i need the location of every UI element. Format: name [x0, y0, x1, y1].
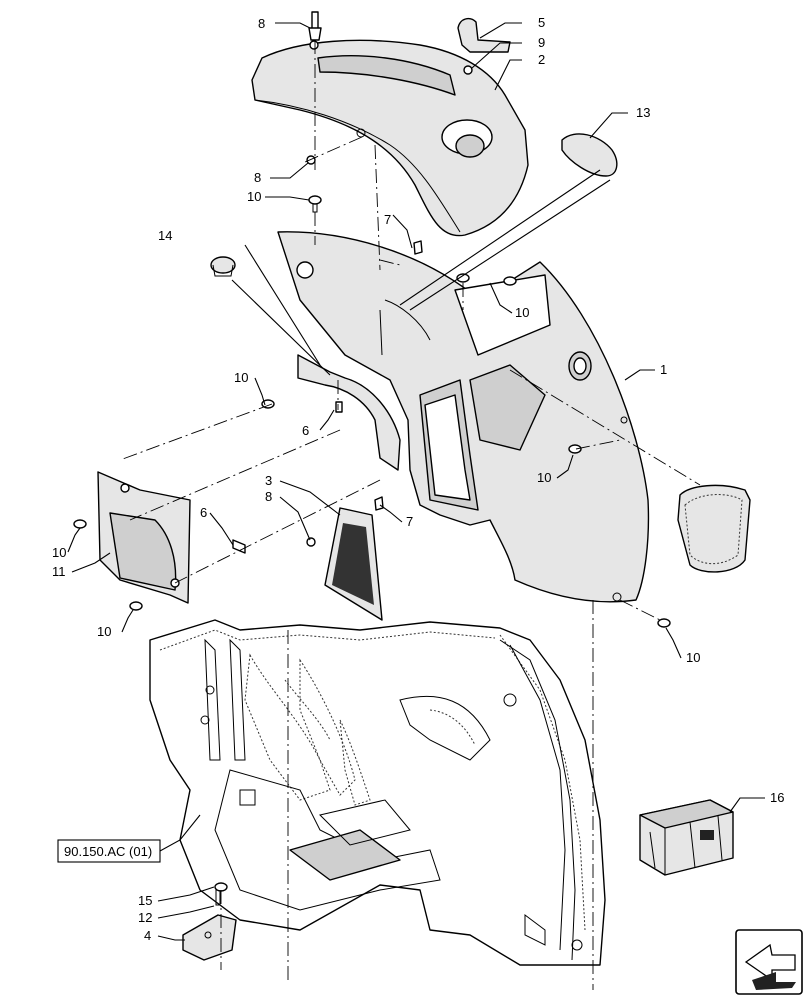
vent-grille-part-3	[324, 507, 383, 621]
callout-7: 7	[384, 212, 391, 227]
fender-panel-part-1	[277, 231, 650, 603]
callout-6: 6	[200, 505, 207, 520]
callout-10: 10	[537, 470, 551, 485]
callout-8: 8	[254, 170, 261, 185]
crate-kit-icon	[639, 799, 734, 876]
callout-2: 2	[538, 52, 545, 67]
callout-8: 8	[258, 16, 265, 31]
nut-part-9	[463, 65, 473, 75]
fasteners	[73, 11, 671, 892]
callout-10: 10	[247, 189, 261, 204]
cab-frame-structure	[149, 619, 606, 966]
callout-7: 7	[406, 514, 413, 529]
callout-9: 9	[538, 35, 545, 50]
callout-10: 10	[234, 370, 248, 385]
callout-11: 11	[52, 564, 66, 579]
callout-10: 10	[515, 305, 529, 320]
callout-16: 16	[770, 790, 784, 805]
cover-plate-part-11	[97, 471, 191, 604]
callout-1: 1	[660, 362, 667, 377]
callout-labels: 8 5 9 2 13 8 10 7 14 10 1 10 6 10 3 8 6 …	[52, 15, 784, 943]
callout-8: 8	[265, 489, 272, 504]
callout-15: 15	[138, 893, 152, 908]
callout-3: 3	[265, 473, 272, 488]
callout-14: 14	[158, 228, 172, 243]
callout-10: 10	[52, 545, 66, 560]
callout-12: 12	[138, 910, 152, 925]
plug-part-14	[210, 256, 236, 274]
upper-trim-panel-part-2	[251, 39, 529, 237]
reference-label[interactable]: 90.150.AC (01)	[64, 844, 152, 859]
reference-box[interactable]: 90.150.AC (01)	[57, 839, 161, 863]
callout-4: 4	[144, 928, 151, 943]
callout-10: 10	[686, 650, 700, 665]
assembly-lines	[119, 40, 701, 990]
handle-part-5	[457, 17, 511, 53]
callout-13: 13	[636, 105, 650, 120]
callout-10: 10	[97, 624, 111, 639]
pad-part-13	[561, 133, 618, 177]
arrow-navigation-icon[interactable]	[735, 929, 803, 995]
insulation-pad	[677, 484, 751, 573]
callout-6: 6	[302, 423, 309, 438]
callout-5: 5	[538, 15, 545, 30]
callout-leaders	[67, 22, 765, 941]
